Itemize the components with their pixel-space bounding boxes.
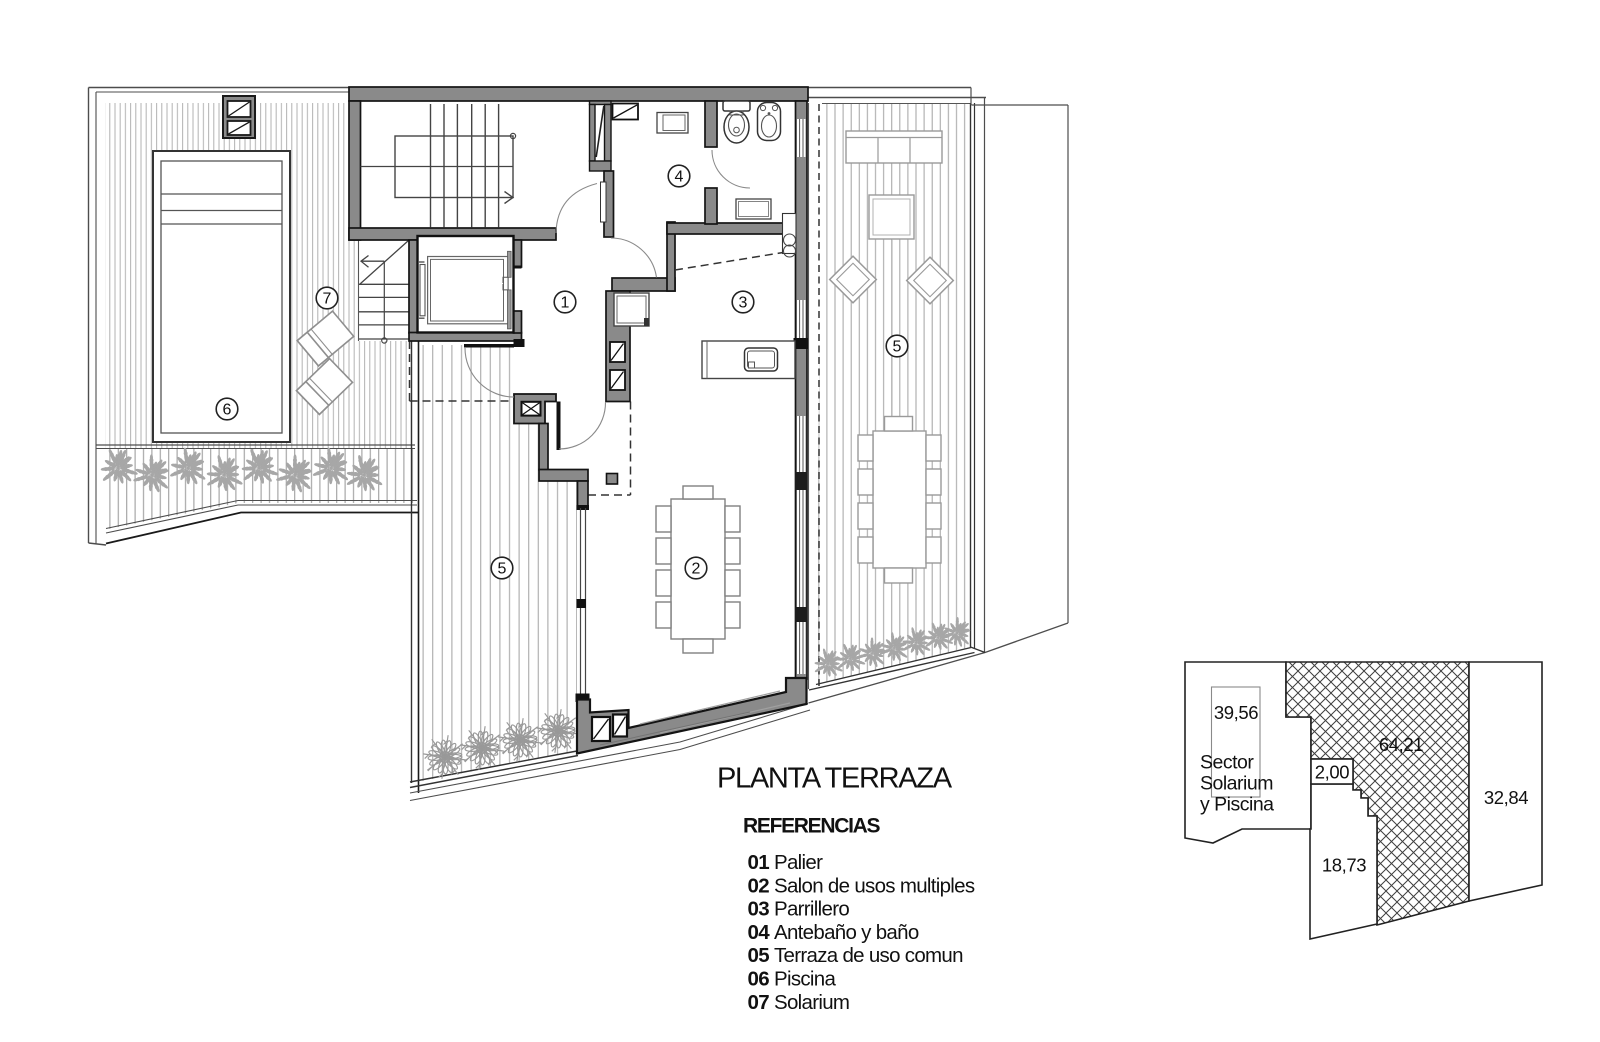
svg-text:32,84: 32,84 <box>1484 787 1528 808</box>
svg-text:Salon de usos multiples: Salon de usos multiples <box>774 874 975 897</box>
svg-text:y Piscina: y Piscina <box>1200 794 1274 816</box>
svg-text:REFERENCIAS: REFERENCIAS <box>743 815 881 838</box>
svg-text:18,73: 18,73 <box>1322 855 1366 876</box>
svg-text:04: 04 <box>748 921 771 944</box>
svg-text:1: 1 <box>561 295 570 312</box>
svg-text:PLANTA TERRAZA: PLANTA TERRAZA <box>717 763 953 795</box>
svg-text:07: 07 <box>748 991 770 1014</box>
svg-text:2: 2 <box>692 561 701 578</box>
svg-text:Palier: Palier <box>774 851 823 874</box>
svg-text:Solarium: Solarium <box>1200 773 1273 795</box>
svg-text:Piscina: Piscina <box>774 968 836 991</box>
svg-text:Antebaño y baño: Antebaño y baño <box>774 921 919 944</box>
svg-text:05: 05 <box>748 944 770 967</box>
svg-text:5: 5 <box>498 561 507 578</box>
svg-text:Parrillero: Parrillero <box>774 898 849 921</box>
svg-text:Sector: Sector <box>1200 752 1254 774</box>
svg-text:4: 4 <box>675 169 684 186</box>
svg-text:02: 02 <box>748 874 770 897</box>
svg-text:Solarium: Solarium <box>774 991 849 1014</box>
svg-text:64,21: 64,21 <box>1379 734 1423 755</box>
svg-text:03: 03 <box>748 898 770 921</box>
svg-text:5: 5 <box>893 339 902 356</box>
svg-text:01: 01 <box>748 851 770 874</box>
svg-text:6: 6 <box>223 402 232 419</box>
svg-text:39,56: 39,56 <box>1214 702 1258 723</box>
svg-text:06: 06 <box>748 968 770 991</box>
svg-text:3: 3 <box>739 295 748 312</box>
svg-text:2,00: 2,00 <box>1315 762 1350 783</box>
svg-text:7: 7 <box>323 291 332 308</box>
svg-text:Terraza de uso comun: Terraza de uso comun <box>774 944 963 967</box>
